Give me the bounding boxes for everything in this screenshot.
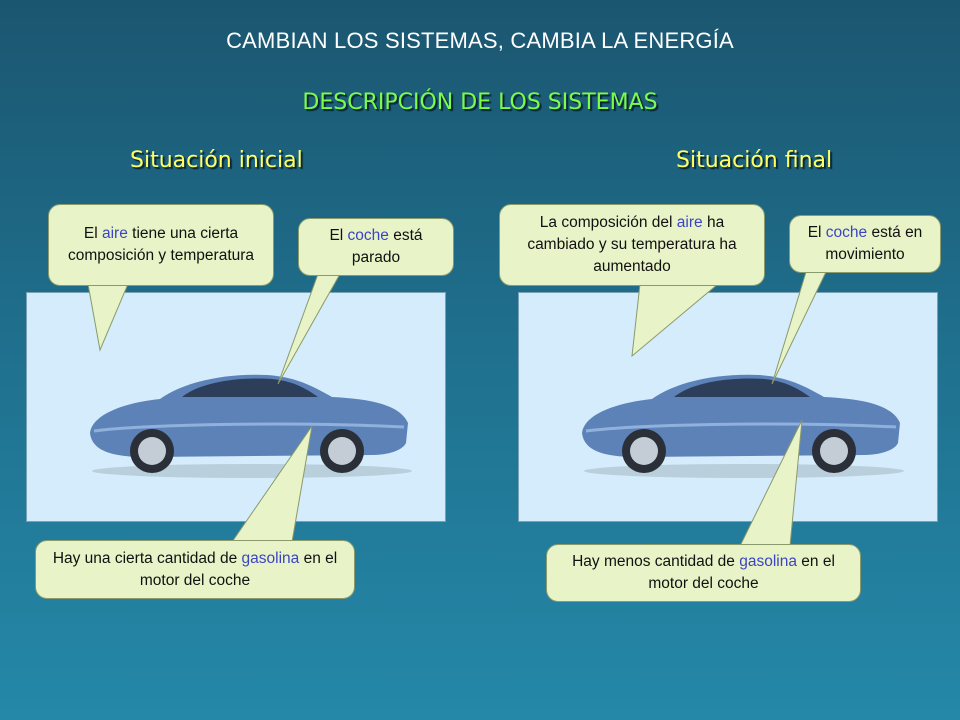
fuel-highlight: gasolina: [739, 553, 797, 570]
final-heading: Situación final: [676, 148, 833, 173]
car-highlight: coche: [347, 227, 389, 244]
air-highlight: aire: [676, 214, 703, 231]
car-image-initial: [90, 374, 412, 478]
air-highlight: aire: [101, 225, 128, 242]
initial-fuel-bubble: Hay una cierta cantidad de gasolina en e…: [35, 540, 355, 599]
final-scene: [518, 292, 938, 522]
final-fuel-bubble: Hay menos cantidad de gasolina en el mot…: [546, 544, 861, 602]
initial-car-bubble: El coche está parado: [298, 218, 454, 276]
car-image-final: [582, 374, 904, 478]
initial-scene: [26, 292, 446, 522]
slide-subtitle: DESCRIPCIÓN DE LOS SISTEMAS: [302, 90, 658, 115]
car-highlight: coche: [825, 224, 868, 241]
final-air-bubble: La composición del aire ha cambiado y su…: [499, 204, 765, 286]
initial-heading: Situación inicial: [130, 148, 303, 173]
final-car-bubble: El coche está en movimiento: [789, 215, 941, 273]
initial-air-bubble: El aire tiene una cierta composición y t…: [48, 204, 274, 286]
fuel-highlight: gasolina: [241, 549, 300, 567]
slide-title: CAMBIAN LOS SISTEMAS, CAMBIA LA ENERGÍA: [226, 28, 734, 53]
